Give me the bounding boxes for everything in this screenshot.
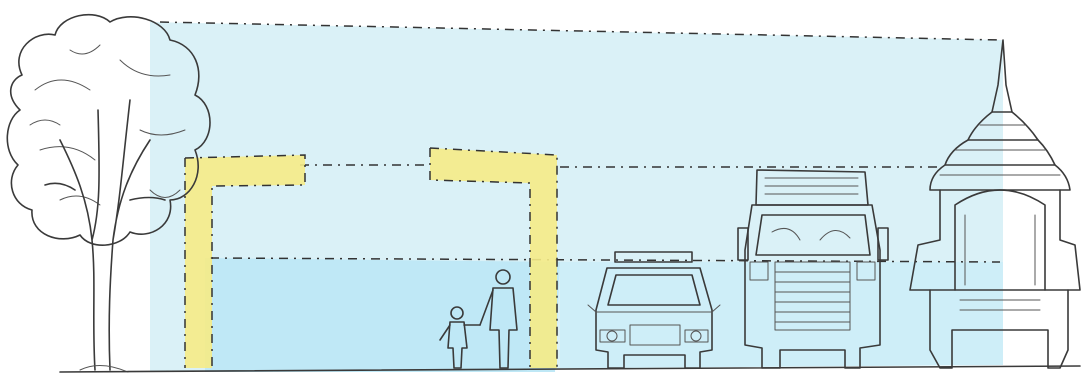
background-wash — [150, 22, 1003, 372]
lower-wash-right — [560, 262, 1003, 368]
lower-wash — [205, 258, 560, 372]
